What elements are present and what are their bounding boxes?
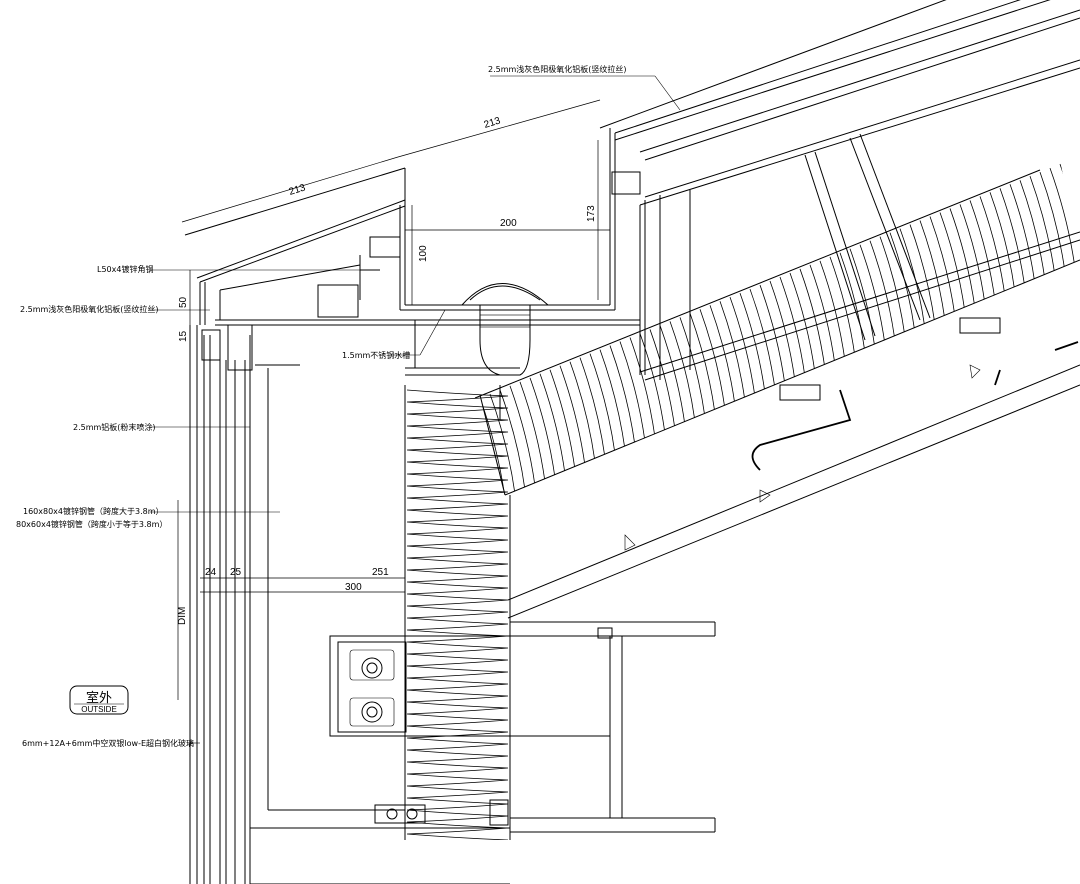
dim-200: 200	[500, 218, 517, 229]
wall-insulation	[404, 385, 511, 840]
roof-cladding	[474, 0, 1080, 619]
curtain-wall-frame	[189, 325, 510, 884]
label-angle-steel: L50x4镀锌角钢	[97, 264, 153, 274]
label-top-panel: 2.5mm浅灰色阳极氧化铝板(竖纹拉丝)	[488, 64, 627, 74]
dim-dim: DIM	[177, 607, 188, 625]
dim-50: 50	[178, 296, 189, 308]
badge-en: OUTSIDE	[81, 705, 117, 714]
gutter-structure	[215, 319, 641, 376]
label-glass: 6mm+12A+6mm中空双银low-E超白钢化玻璃	[22, 738, 194, 748]
dimension-lines	[177, 99, 610, 700]
dim-213-lower: 213	[288, 182, 308, 198]
outside-badge: 室外 OUTSIDE	[69, 685, 129, 715]
dim-300: 300	[345, 582, 362, 593]
fixing-brackets	[201, 171, 1079, 826]
label-al-sheet: 2.5mm铝板(粉末喷涂)	[73, 422, 156, 432]
dim-100: 100	[418, 245, 429, 262]
label-steel-tube-2: 80x60x4镀锌钢管（跨度小于等于3.8m）	[16, 519, 167, 529]
steel-tube	[329, 635, 611, 737]
steel-beam	[510, 621, 716, 833]
dim-213-upper: 213	[483, 115, 503, 131]
dim-15: 15	[178, 330, 189, 342]
dim-24: 24	[205, 567, 217, 578]
label-gutter: 1.5mm不锈钢水槽	[342, 350, 410, 360]
roof-insulation	[480, 160, 1080, 495]
dim-173: 173	[586, 205, 597, 222]
label-steel-tube-1: 160x80x4镀锌钢管（跨度大于3.8m）	[23, 506, 164, 516]
label-left-panel: 2.5mm浅灰色阳极氧化铝板(竖纹拉丝)	[20, 304, 159, 314]
dim-251: 251	[372, 567, 389, 578]
badge-cn: 室外	[86, 690, 112, 706]
leader-lines	[150, 75, 681, 744]
dim-25: 25	[230, 567, 242, 578]
